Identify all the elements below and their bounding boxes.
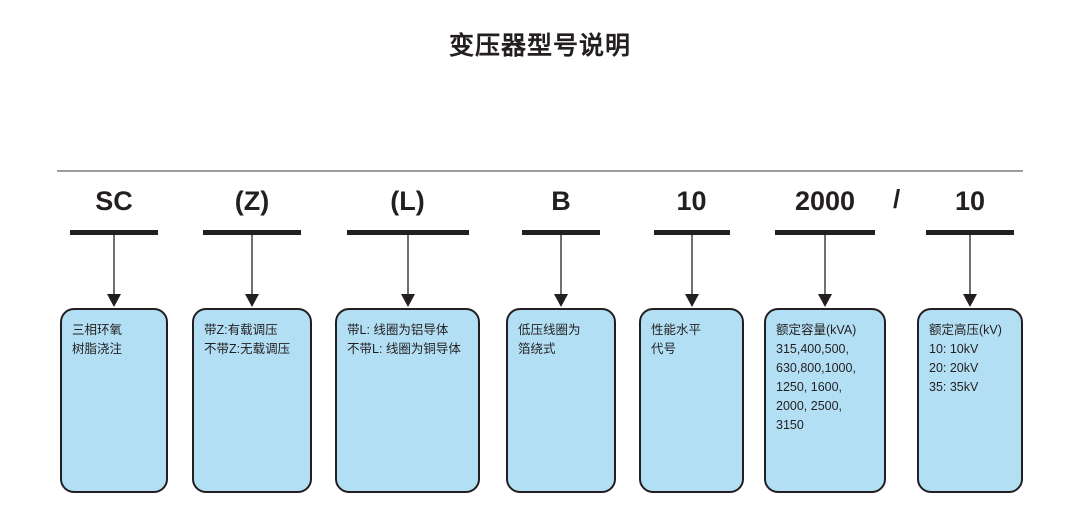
arrow-stem	[969, 235, 971, 297]
code-underline-bar	[775, 230, 875, 235]
description-box: 低压线圈为 箔绕式	[506, 308, 616, 493]
arrow-stem	[690, 235, 693, 297]
slash-separator: /	[893, 184, 901, 214]
description-line: 630,800,1000,	[776, 361, 856, 375]
description-line: 代号	[651, 342, 677, 356]
description-box: 额定高压(kV) 10: 10kV 20: 20kV 35: 35kV	[917, 308, 1023, 493]
arrow-head-icon	[684, 294, 699, 307]
description-line: 性能水平	[651, 323, 702, 337]
description-line: 3150	[776, 418, 804, 432]
description-line: 10: 10kV	[929, 342, 979, 356]
arrow-head-icon	[400, 294, 415, 307]
code-underline-bar	[522, 230, 600, 235]
description-line: 不带L: 线圈为铜导体	[347, 342, 461, 356]
arrow-head-icon	[245, 294, 259, 307]
description-box: 带L: 线圈为铝导体 不带L: 线圈为铜导体	[335, 308, 480, 493]
code-underline-bar	[203, 230, 301, 235]
description-box: 三相环氧 树脂浇注	[60, 308, 168, 493]
description-line: 带L: 线圈为铝导体	[347, 323, 449, 337]
code-label: SC	[95, 186, 133, 216]
description-box: 带Z:有载调压 不带Z:无载调压	[192, 308, 312, 493]
code-label: 10	[954, 186, 986, 216]
code-underline-bar	[346, 230, 469, 235]
description-line: 箔绕式	[518, 342, 556, 356]
description-line: 树脂浇注	[72, 342, 123, 356]
code-label: B	[551, 186, 571, 216]
arrow-head-icon	[554, 294, 568, 307]
arrow-head-icon	[818, 294, 832, 307]
description-line: 额定高压(kV)	[929, 323, 1002, 337]
description-box: 性能水平 代号	[639, 308, 744, 493]
code-label: (L)	[390, 186, 425, 216]
code-label: 2000	[794, 186, 856, 216]
page-title: 变压器型号说明	[448, 32, 631, 60]
arrow-stem	[113, 235, 115, 297]
code-underline-bar	[926, 230, 1014, 235]
arrow-head-icon	[107, 294, 121, 307]
description-line: 带Z:有载调压	[204, 323, 278, 337]
description-line: 2000, 2500,	[776, 399, 843, 413]
arrow-stem	[560, 235, 562, 297]
description-line: 35: 35kV	[929, 380, 979, 394]
description-line: 三相环氧	[72, 323, 123, 337]
description-line: 额定容量(kVA)	[776, 323, 857, 337]
code-underline-bar	[653, 230, 730, 235]
code-label: (Z)	[234, 186, 270, 216]
arrow-stem	[251, 235, 253, 297]
arrow-head-icon	[963, 294, 977, 307]
description-box: 额定容量(kVA) 315,400,500, 630,800,1000, 125…	[764, 308, 886, 493]
description-line: 315,400,500,	[776, 342, 849, 356]
arrow-stem	[824, 235, 826, 297]
code-underline-bar	[70, 230, 158, 235]
top-divider-rule	[57, 170, 1023, 172]
description-line: 不带Z:无载调压	[204, 342, 291, 356]
description-line: 低压线圈为	[518, 323, 581, 337]
code-label: 10	[676, 186, 707, 216]
arrow-stem	[406, 235, 409, 297]
description-line: 1250, 1600,	[776, 380, 843, 394]
description-line: 20: 20kV	[929, 361, 979, 375]
